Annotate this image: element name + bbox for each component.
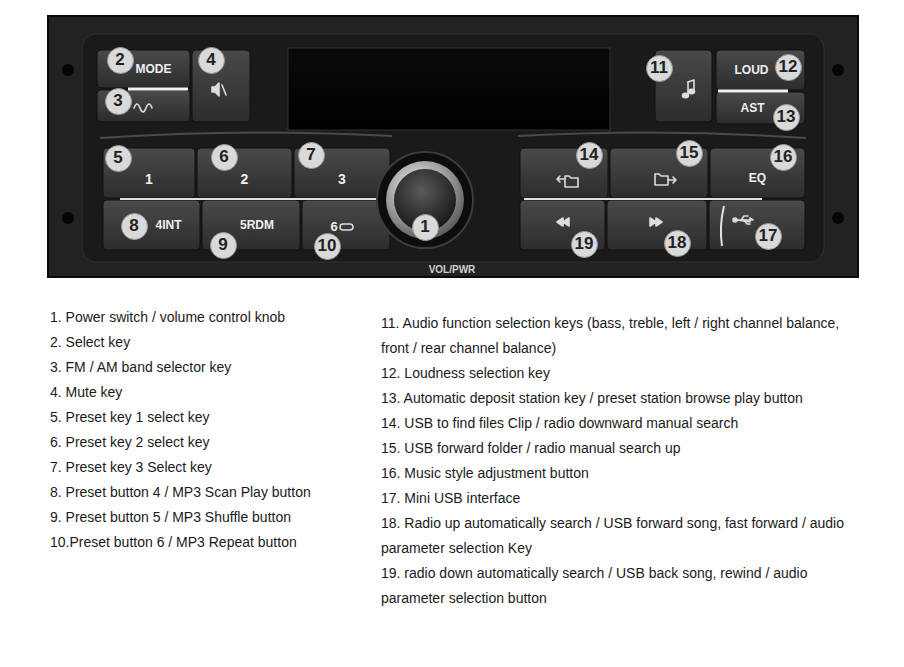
button-label: EQ bbox=[749, 171, 766, 185]
callout-number: 2 bbox=[107, 47, 134, 74]
buttons bbox=[97, 50, 805, 250]
part-description: 13. Automatic deposit station key / pres… bbox=[381, 386, 861, 411]
highlight-strip bbox=[128, 88, 188, 91]
screw-hole bbox=[832, 212, 844, 224]
part-description: 10.Preset button 6 / MP3 Repeat button bbox=[50, 530, 370, 555]
part-description: 14. USB to find files Clip / radio downw… bbox=[381, 411, 861, 436]
part-description: 19. radio down automatically search / US… bbox=[381, 561, 861, 611]
part-description: 12. Loudness selection key bbox=[381, 361, 861, 386]
callout-number: 14 bbox=[576, 142, 603, 169]
callout-number: 6 bbox=[211, 144, 238, 171]
part-description: 11. Audio function selection keys (bass,… bbox=[381, 311, 861, 361]
callout-number: 17 bbox=[755, 223, 782, 250]
highlight-strip bbox=[524, 198, 762, 200]
callout-number: 10 bbox=[314, 233, 341, 260]
button-label: LOUD bbox=[735, 63, 769, 77]
button-label: 1 bbox=[145, 171, 153, 187]
callout-number: 11 bbox=[646, 55, 673, 82]
part-description: 7. Preset key 3 Select key bbox=[50, 455, 370, 480]
highlight-strip bbox=[718, 90, 788, 93]
volume-knob bbox=[377, 152, 473, 248]
callout-number: 3 bbox=[105, 88, 132, 115]
part-description: 9. Preset button 5 / MP3 Shuffle button bbox=[50, 505, 370, 530]
button-label: 4INT bbox=[155, 218, 181, 232]
display bbox=[288, 48, 610, 130]
bevel-line bbox=[518, 132, 806, 138]
part-description: 16. Music style adjustment button bbox=[381, 461, 861, 486]
part-description: 4. Mute key bbox=[50, 380, 370, 405]
button-label: MODE bbox=[136, 62, 172, 76]
callout-number: 9 bbox=[210, 232, 237, 259]
part-description: 1. Power switch / volume control knob bbox=[50, 305, 370, 330]
radio-panel: VOL/PWRMODELOUDAST123EQ4INT5RDM6 bbox=[48, 16, 858, 277]
part-description: 15. USB forward folder / radio manual se… bbox=[381, 436, 861, 461]
callout-number: 4 bbox=[198, 47, 225, 74]
callout-number: 18 bbox=[664, 230, 691, 257]
button-label: 2 bbox=[241, 171, 249, 187]
legend-list-left: 1. Power switch / volume control knob2. … bbox=[50, 305, 370, 555]
button-label: 3 bbox=[338, 171, 346, 187]
highlight-strip bbox=[120, 198, 388, 200]
callout-number: 5 bbox=[105, 145, 132, 172]
screw-hole bbox=[62, 212, 74, 224]
callout-number: 19 bbox=[571, 231, 598, 258]
housing bbox=[48, 16, 858, 277]
bevel-line bbox=[100, 132, 392, 138]
part-description: 8. Preset button 4 / MP3 Scan Play butto… bbox=[50, 480, 370, 505]
button-label: 6 bbox=[330, 219, 337, 234]
preset-button: 4INT bbox=[103, 200, 200, 250]
part-description: 5. Preset key 1 select key bbox=[50, 405, 370, 430]
part-description: 17. Mini USB interface bbox=[381, 486, 861, 511]
highlight-strip bbox=[721, 206, 724, 246]
knob-label: VOL/PWR bbox=[429, 264, 476, 275]
button-label: AST bbox=[741, 101, 765, 115]
callout-number: 13 bbox=[773, 104, 800, 131]
screw-hole bbox=[62, 64, 74, 76]
part-description: 2. Select key bbox=[50, 330, 370, 355]
legend-list-right: 11. Audio function selection keys (bass,… bbox=[381, 311, 861, 611]
part-description: 6. Preset key 2 select key bbox=[50, 430, 370, 455]
callout-number: 12 bbox=[775, 54, 802, 81]
screw-hole bbox=[832, 64, 844, 76]
callout-number: 1 bbox=[412, 214, 439, 241]
callout-number: 8 bbox=[121, 213, 148, 240]
part-description: 3. FM / AM band selector key bbox=[50, 355, 370, 380]
callout-number: 16 bbox=[770, 144, 797, 171]
part-description: 18. Radio up automatically search / USB … bbox=[381, 511, 861, 561]
callout-number: 15 bbox=[676, 140, 703, 167]
face-plate bbox=[82, 34, 824, 262]
callout-number: 7 bbox=[298, 142, 325, 169]
button-label: 5RDM bbox=[240, 218, 274, 232]
